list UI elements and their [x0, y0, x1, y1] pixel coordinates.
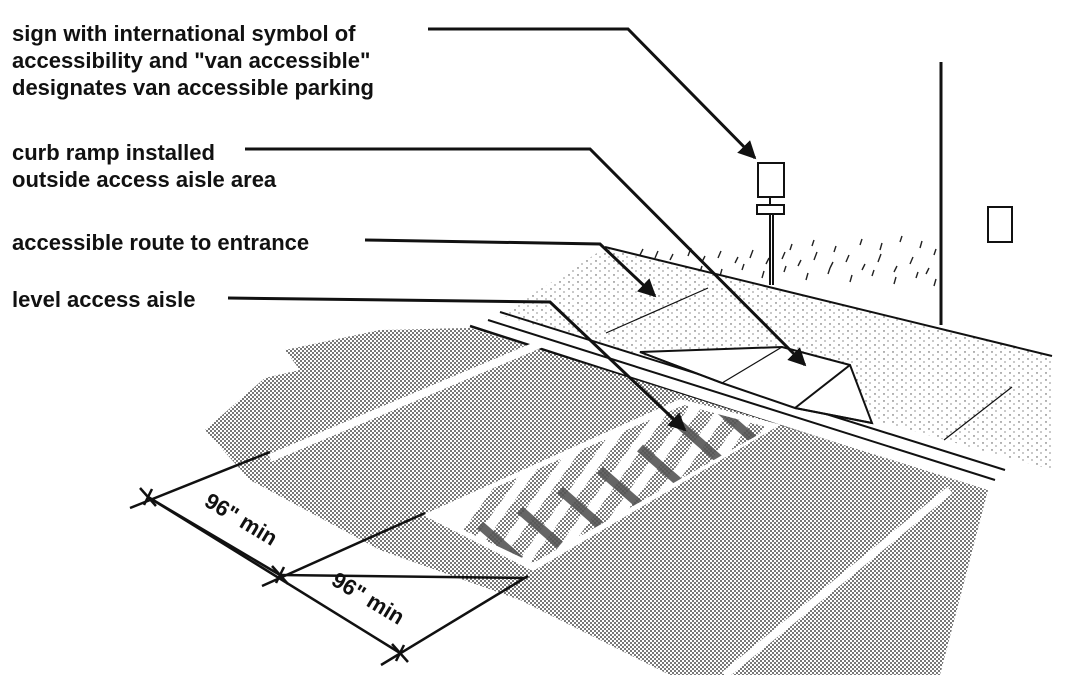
callout-sign-line-3: designates van accessible parking	[12, 75, 374, 100]
hedge-texture	[639, 235, 937, 287]
callout-access-aisle: level access aisle	[12, 287, 196, 312]
wall-plaque	[987, 206, 1013, 243]
leader-sign	[428, 27, 757, 160]
leader-route	[364, 238, 657, 298]
sidewalk-back-edge	[604, 246, 1053, 357]
sidewalk-joint-2	[943, 386, 1013, 441]
callout-sign: sign with international symbol of access…	[12, 20, 374, 101]
dimension-label-space: 96" min	[200, 488, 282, 551]
curb-ramp	[639, 345, 874, 425]
callout-sign-line-2: accessibility and "van accessible"	[12, 48, 371, 73]
van-accessible-sign	[756, 162, 785, 285]
stall-line-right	[722, 486, 953, 675]
callout-leaders	[227, 27, 807, 432]
curb-line-mid	[487, 319, 996, 481]
asphalt-fade	[205, 370, 340, 470]
callout-accessible-route: accessible route to entrance	[12, 230, 310, 255]
callout-curb-ramp-line-1: curb ramp installed	[12, 140, 215, 165]
leader-curb-ramp	[245, 147, 807, 367]
callout-sign-line-1: sign with international symbol of	[12, 21, 356, 46]
leader-aisle	[227, 296, 687, 432]
callout-curb-ramp: curb ramp installed outside access aisle…	[12, 139, 276, 193]
callout-curb-ramp-line-2: outside access aisle area	[12, 167, 277, 192]
sidewalk-joint-1	[605, 287, 709, 334]
dimension-lines	[129, 450, 529, 667]
stall-line-left	[268, 338, 547, 462]
